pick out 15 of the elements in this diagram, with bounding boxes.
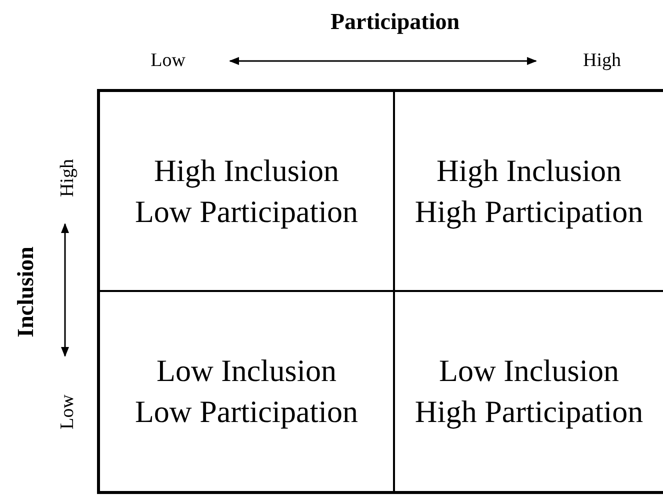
quadrant-cell: [100, 92, 395, 292]
quadrant-text: Low Participation: [135, 393, 358, 430]
quadrant-text: High Participation: [414, 192, 644, 230]
axis-label: Participation: [330, 9, 460, 35]
quadrant-text: High Inclusion: [154, 152, 340, 189]
quadrant-text: Low Inclusion: [439, 352, 619, 390]
axis-label: High: [57, 159, 79, 197]
quadrant-text: Low Participation: [135, 192, 358, 230]
quadrant-text: High Participation: [414, 393, 644, 430]
axis-label: Low: [57, 394, 79, 430]
axis-label: Low: [150, 50, 186, 72]
quadrant-text: Low Inclusion: [156, 352, 336, 390]
quadrant-text: High Inclusion: [436, 152, 622, 189]
axis-label: High: [583, 50, 621, 72]
axis-label: Inclusion: [13, 246, 39, 338]
